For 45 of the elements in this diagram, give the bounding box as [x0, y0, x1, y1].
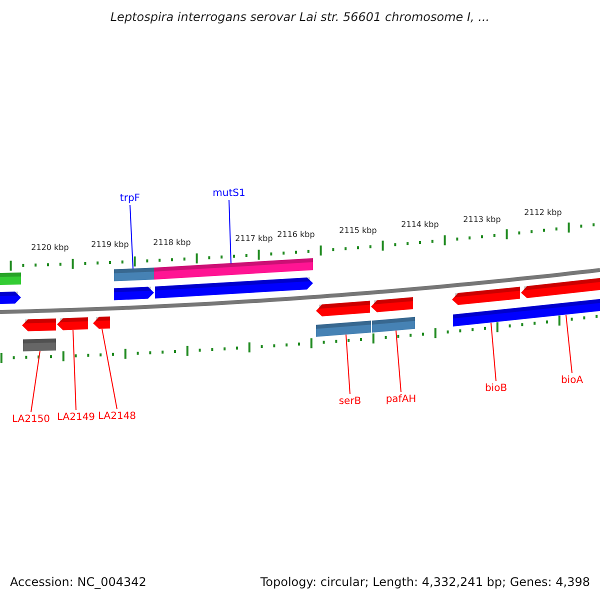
gene-block	[93, 316, 110, 329]
gene-bar	[0, 272, 21, 285]
gene-block	[22, 318, 56, 332]
gene-name: pafAH	[386, 394, 416, 406]
gene-block	[452, 286, 520, 305]
gene-name: LA2148	[98, 411, 136, 423]
scale-label: 2116 kbp	[277, 230, 315, 240]
gene-name: bioA	[560, 375, 584, 387]
scale-label: 2112 kbp	[524, 208, 562, 218]
leader-line	[490, 322, 496, 382]
scale-label: 2120 kbp	[31, 242, 69, 253]
leader-line	[130, 204, 134, 269]
footer-text: Topology: circular; Length: 4,332,241 bp; Genes: 4,398	[260, 575, 590, 589]
gene-name: LA2150	[12, 414, 50, 426]
gene-block	[316, 300, 370, 316]
leader-line	[102, 328, 118, 410]
gene-name: LA2149	[56, 412, 96, 424]
gene-bar	[154, 258, 313, 280]
gene-name: mutS1	[212, 188, 246, 200]
leader-line	[228, 200, 232, 264]
gene-name: serB	[338, 396, 362, 408]
scale-label: 2118 kbp	[153, 238, 191, 248]
scale-label: 2117 kbp	[235, 234, 273, 244]
leader-line	[30, 350, 40, 412]
gene-block	[371, 297, 413, 312]
gene-block	[57, 317, 88, 330]
gene-bar	[372, 316, 415, 333]
gene-block	[0, 292, 21, 304]
gene-name: trpF	[120, 193, 140, 205]
scale-label: 2114 kbp	[401, 220, 439, 230]
leader-line	[346, 334, 350, 394]
footer-text: Accession: NC_004342	[10, 575, 146, 589]
gene-bar	[114, 268, 154, 282]
gene-block	[521, 278, 600, 298]
title: Leptospira interrogans serovar Lai str. 56601 chromosome I, ...	[109, 10, 491, 24]
gene-bar	[316, 320, 371, 337]
scale-label: 2115 kbp	[339, 226, 377, 236]
gene-name: bioB	[484, 383, 508, 395]
leader-line	[72, 329, 76, 410]
scale-label: 2119 kbp	[91, 240, 129, 250]
scale-label: 2113 kbp	[463, 214, 501, 225]
leader-line	[566, 314, 572, 374]
gene-bar	[453, 299, 600, 326]
gene-bar	[23, 338, 56, 352]
gene-block	[114, 286, 154, 300]
